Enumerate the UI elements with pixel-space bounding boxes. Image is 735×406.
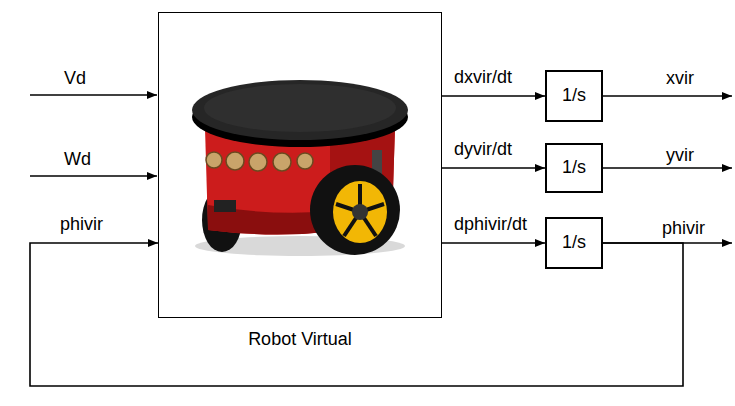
signal-name: Wd [62,149,93,171]
input-arrows [30,95,157,176]
signal-name: phivir [660,218,707,238]
signal-name: yvir [664,145,696,165]
transfer-function: 1/s [562,157,586,179]
robot-illustration [192,80,408,256]
edge-label: dyvir/dt [452,139,514,161]
edge-label: phivir [58,214,105,236]
transfer-function: 1/s [562,232,586,254]
block-caption: Robot Virtual [248,329,352,351]
signal-name: yvir [664,145,696,167]
output-arrow [603,167,732,169]
signal-name: xvir [664,68,696,88]
signal-connector [442,95,545,97]
signal-name: Wd [62,149,93,169]
signal-connector [442,167,545,169]
input-arrow [30,94,157,96]
signal-name: phivir [660,218,707,240]
signal-connector [442,242,545,244]
signal-name: Vd [62,68,88,88]
signal-name: phivir [58,214,105,234]
edge-label: dxvir/dt [452,67,514,89]
signal-name: xvir [664,68,696,90]
transfer-function: 1/s [562,85,586,107]
output-arrow [603,95,732,97]
robot-block: Robot Virtual [158,12,442,318]
signal-connector [30,243,683,386]
input-arrow [30,175,157,177]
edge-label: dphivir/dt [452,214,529,236]
signal-name: Vd [62,68,88,90]
integrator-block: 1/s [545,70,603,122]
integrator-block: 1/s [545,217,603,269]
signal-name: dxvir/dt [452,67,514,87]
signal-name: dphivir/dt [452,214,529,234]
signal-name: dyvir/dt [452,139,514,159]
integrator-block: 1/s [545,143,603,193]
output-arrows [603,96,732,243]
